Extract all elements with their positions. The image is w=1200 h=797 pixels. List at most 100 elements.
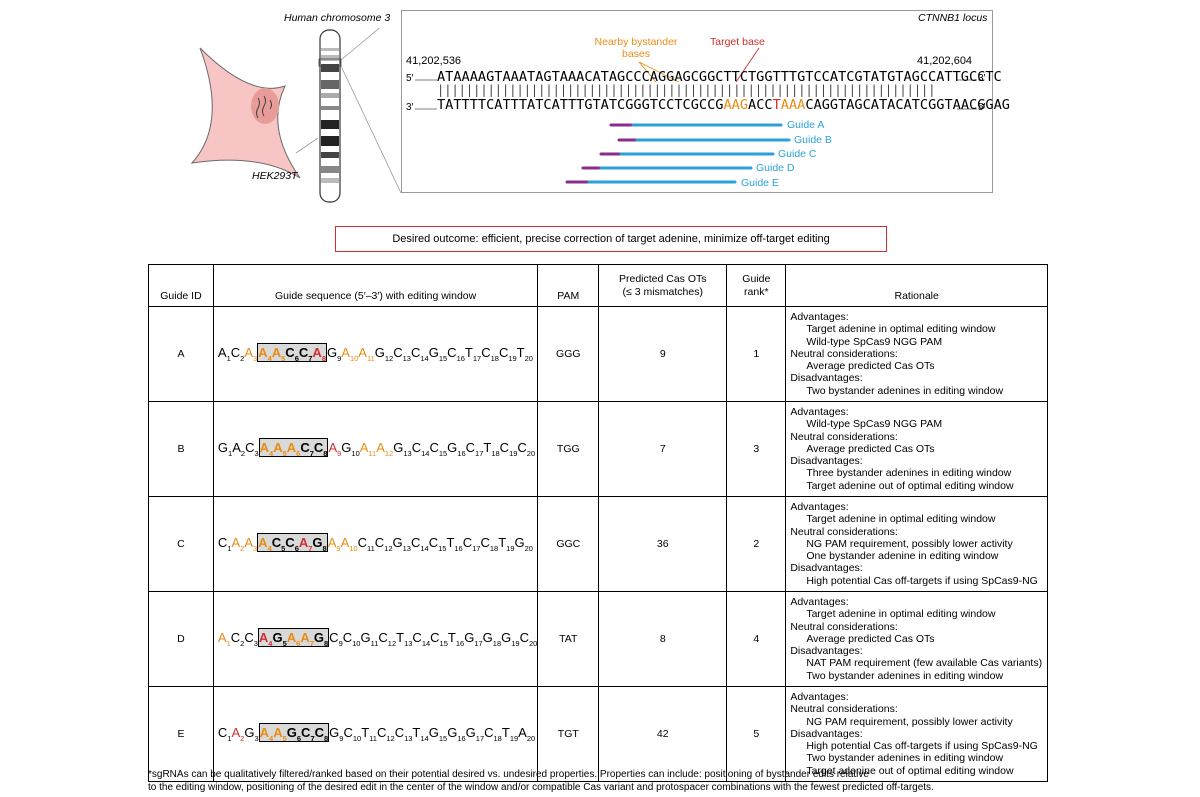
desired-outcome-text: Desired outcome: efficient, precise corr… xyxy=(392,233,830,245)
nucleotide-base: A xyxy=(359,440,369,455)
guide-rank-cell: 4 xyxy=(726,591,787,687)
nucleotide-base: G xyxy=(393,440,404,455)
nucleotide: G10 xyxy=(341,440,359,458)
guide-rank-cell: 5 xyxy=(726,686,787,782)
nucleotide-base: G xyxy=(465,725,476,740)
nucleotide-base: A xyxy=(244,535,253,550)
nucleotide-base: C xyxy=(374,535,385,550)
nucleotide-base: C xyxy=(519,630,529,645)
guide-c-label: Guide C xyxy=(778,148,817,160)
nucleotide: C18 xyxy=(484,725,502,743)
guide-rank-cell: 1 xyxy=(726,306,787,402)
nucleotide-base: A xyxy=(341,345,350,360)
nucleotide-position: 3 xyxy=(254,449,259,458)
nucleotide-base: A xyxy=(518,725,527,740)
nucleotide-base: C xyxy=(462,535,473,550)
top-strand-sequence: ATAAAAGTAAATAGTAAACATAGCCCAGGAGCGGCTTCTG… xyxy=(437,69,1002,85)
nucleotide-base: A xyxy=(244,345,253,360)
nucleotide: G15 xyxy=(429,725,447,743)
nucleotide-base: A xyxy=(327,535,337,550)
nucleotide: A1 xyxy=(218,345,231,363)
nucleotide: C8 xyxy=(315,725,329,743)
guide-sequence-cell: A1C2A3A4A5C6C7A8G9A10A11G12C13C14G15C16T… xyxy=(212,306,539,402)
nucleotide-position: 1 xyxy=(227,734,232,743)
nucleotide: A7 xyxy=(299,535,313,553)
nucleotide: G16 xyxy=(447,440,465,458)
nucleotide-position: 2 xyxy=(240,734,245,743)
cell-and-chromosome-illustration xyxy=(190,28,402,203)
nucleotide-base: C xyxy=(343,725,353,740)
rationale-item: Wild-type SpCas9 NGG PAM xyxy=(806,335,943,348)
guide-id-cell: E xyxy=(148,686,214,782)
rationale-heading: Neutral considerations: xyxy=(790,703,898,716)
nucleotide-position: 9 xyxy=(336,544,341,553)
nucleotide-base: G xyxy=(464,630,475,645)
nucleotide: A11 xyxy=(358,345,375,363)
target-label: Target base xyxy=(710,36,765,48)
guide-bars xyxy=(565,123,791,184)
nucleotide-position: 19 xyxy=(506,544,515,553)
nucleotide-position: 2 xyxy=(240,639,245,648)
nucleotide-base: A xyxy=(358,345,367,360)
nucleotide: A2 xyxy=(232,440,245,458)
nucleotide: T16 xyxy=(446,535,462,553)
nucleotide: C8 xyxy=(314,440,328,458)
editing-window: A4A5C6C7A8 xyxy=(257,343,327,363)
nucleotide: C2 xyxy=(230,630,245,648)
nucleotide-position: 10 xyxy=(352,734,362,743)
nucleotide-position: 7 xyxy=(308,544,313,553)
nucleotide-base: G xyxy=(312,535,323,550)
nucleotide-position: 11 xyxy=(366,354,375,363)
locus-title: CTNNB1 locus xyxy=(918,12,988,24)
nucleotide-position: 7 xyxy=(309,639,314,648)
rationale-item: NAT PAM requirement (few available Cas v… xyxy=(806,657,1043,670)
editing-window: A4A5G6C7C8 xyxy=(258,723,330,743)
guide-sequence-cell: A1C2C3A4G5A6A7G8C9C10G11C12T13C14C15T16G… xyxy=(212,591,539,687)
nucleotide: G3 xyxy=(244,725,258,743)
nucleotide-position: 6 xyxy=(296,734,302,743)
nucleotide-base: G xyxy=(374,345,385,360)
rationale-item: Three bystander adenines in editing wind… xyxy=(806,467,1012,480)
nucleotide-base: A xyxy=(258,630,269,645)
nucleotide-base: T xyxy=(412,725,421,740)
rationale-heading: Advantages: xyxy=(790,406,849,419)
rationale-item: Two bystander adenines in editing window xyxy=(806,384,1004,397)
nucleotide-base: G xyxy=(392,535,403,550)
nucleotide-position: 10 xyxy=(349,544,358,553)
guide-id-cell: D xyxy=(148,591,214,687)
nucleotide: C19 xyxy=(500,440,518,458)
bystander-label: Nearby bystander bases xyxy=(594,36,678,60)
nucleotide: C6 xyxy=(285,345,299,363)
nucleotide-position: 9 xyxy=(337,354,342,363)
nucleotide-base: C xyxy=(428,535,439,550)
nucleotide: C13 xyxy=(393,345,411,363)
rationale-heading: Advantages: xyxy=(790,596,849,609)
top-3-label: 3′ xyxy=(978,73,986,84)
nucleotide: C18 xyxy=(481,345,499,363)
predicted-ots-cell: 9 xyxy=(598,306,728,402)
nucleotide-position: 6 xyxy=(296,639,301,648)
cell-label: HEK293T xyxy=(252,170,298,182)
rationale-item: Target adenine in optimal editing window xyxy=(806,513,996,526)
header-predicted-ots: Predicted Cas OTs (≤ 3 mismatches) xyxy=(598,264,728,307)
nucleotide-base: A xyxy=(340,535,350,550)
nucleotide-base: C xyxy=(245,440,255,455)
nucleotide-position: 2 xyxy=(240,544,245,553)
nucleotide-position: 20 xyxy=(528,639,538,648)
nucleotide-position: 4 xyxy=(268,639,273,648)
nucleotide: G1 xyxy=(218,440,232,458)
nucleotide-position: 16 xyxy=(456,354,465,363)
target-base: T xyxy=(772,97,781,113)
nucleotide: C9 xyxy=(329,630,343,648)
editing-window: A4A5A6C7C8 xyxy=(258,438,329,458)
nucleotide-position: 8 xyxy=(324,639,329,648)
nucleotide: C13 xyxy=(395,725,413,743)
nucleotide-position: 13 xyxy=(403,449,412,458)
nucleotide: T17 xyxy=(465,345,481,363)
nucleotide-position: 4 xyxy=(267,354,272,363)
nucleotide-base: C xyxy=(230,630,241,645)
top-5-label: 5′ xyxy=(406,73,414,84)
nucleotide: G12 xyxy=(374,345,393,363)
rationale-item: Two bystander adenines in editing window xyxy=(806,752,1004,765)
